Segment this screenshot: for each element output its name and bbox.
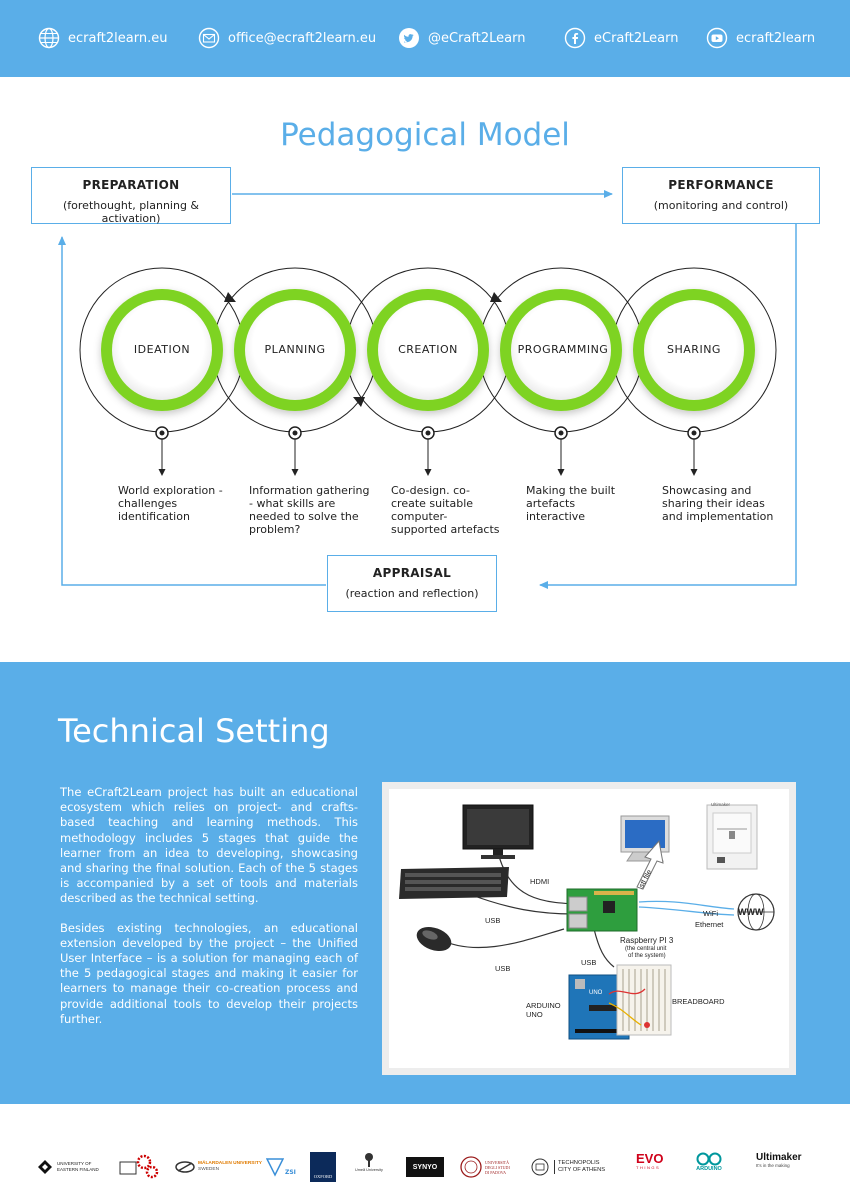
preparation-box: PREPARATION (forethought, planning & act… — [31, 167, 231, 225]
technical-setting-section: Technical Setting The eCraft2Learn proje… — [0, 662, 850, 1104]
www-globe-icon — [737, 893, 775, 931]
preparation-subtitle: (forethought, planning & activation) — [63, 199, 199, 225]
uef-logo: UNIVERSITY OF EASTERN FINLAND — [36, 1152, 99, 1182]
tech-paragraph-1: The eCraft2Learn project has built an ed… — [60, 785, 358, 906]
evo-things-logo: EVO THINGS — [636, 1151, 664, 1170]
tech-title: Technical Setting — [58, 712, 330, 750]
malardalen-logo: MÄLARDALEN UNIVERSITY SWEDEN — [175, 1152, 262, 1182]
athens-seal-icon — [531, 1158, 549, 1176]
ultimaker-logo: Ultimaker It's in the making — [756, 1152, 802, 1168]
globe-icon — [38, 27, 60, 49]
appraisal-box: APPRAISAL (reaction and reflection) — [327, 555, 497, 612]
padova-seal-icon — [460, 1156, 482, 1178]
stage-sharing-label: SHARING — [667, 343, 721, 356]
website-text: ecraft2learn.eu — [68, 30, 168, 46]
partner-logos-footer: UNIVERSITY OF EASTERN FINLAND MÄLARDALEN… — [0, 1104, 850, 1200]
oxford-logo: OXFORD — [310, 1152, 336, 1182]
stage-creation-label: CREATION — [398, 343, 458, 356]
twitter-text: @eCraft2Learn — [428, 30, 526, 46]
contact-bar: ecraft2learn.eu office@ecraft2learn.eu @… — [0, 0, 850, 77]
gears-icon — [119, 1154, 159, 1179]
performance-heading: PERFORMANCE — [668, 178, 774, 192]
monitor-icon — [462, 804, 534, 859]
gears-logo — [118, 1152, 160, 1182]
pedagogical-model-section: Pedagogical Model — [0, 77, 850, 662]
stage-ideation-description: World exploration - challenges identific… — [118, 484, 223, 523]
stage-programming-label: PROGRAMMING — [517, 343, 609, 356]
email-link[interactable]: office@ecraft2learn.eu — [198, 27, 376, 49]
hdmi-label: HDMI — [530, 877, 550, 886]
appraisal-heading: APPRAISAL — [372, 566, 452, 580]
model-flow-diagram — [58, 190, 797, 589]
twitter-link[interactable]: @eCraft2Learn — [398, 27, 525, 49]
arduino-logo: ARDUINO — [696, 1152, 722, 1182]
twitter-icon — [398, 27, 420, 49]
facebook-link[interactable]: eCraft2Learn — [564, 27, 678, 49]
uef-emblem-icon — [38, 1160, 52, 1174]
performance-box: PERFORMANCE (monitoring and control) — [622, 167, 820, 224]
umea-logo: Umeå University — [355, 1152, 383, 1182]
umea-tree-icon — [364, 1153, 373, 1167]
3d-printer-icon — [706, 804, 758, 870]
model-title: Pedagogical Model — [280, 117, 570, 153]
email-text: office@ecraft2learn.eu — [228, 30, 377, 46]
www-label: WWW — [738, 907, 764, 917]
stage-sharing-description: Showcasing and sharing their ideas and i… — [662, 484, 774, 523]
appraisal-to-preparation-arrow — [58, 236, 326, 586]
breadboard-icon — [608, 964, 672, 1036]
facebook-icon — [564, 27, 586, 49]
mail-icon — [198, 27, 220, 49]
technical-setting-diagram: HDMI USB USB USB .stl file WiFi Ethernet… — [382, 782, 796, 1075]
stl-file-arrow — [636, 839, 664, 890]
stage-planning-label: PLANNING — [264, 343, 326, 356]
raspberry-pi-label: Raspberry PI 3 — [620, 936, 674, 945]
printer-brand-marking: Ultimaker — [711, 802, 731, 807]
arduino-label-line-2: UNO — [526, 1010, 543, 1019]
usb-keyboard-label: USB — [485, 916, 501, 925]
tech-description: The eCraft2Learn project has built an ed… — [60, 785, 358, 1041]
raspberry-pi-sub-2: of the system) — [628, 953, 666, 959]
arduino-infinity-icon — [696, 1152, 722, 1166]
ethernet-label: Ethernet — [695, 920, 724, 929]
facebook-text: eCraft2Learn — [594, 30, 679, 46]
raspberry-pi-icon — [566, 888, 638, 932]
synyo-logo: SYNYO — [406, 1152, 444, 1182]
mouse-icon — [416, 926, 452, 952]
stage-creation-description: Co-design. co-create suitable computer-s… — [391, 484, 500, 536]
performance-subtitle: (monitoring and control) — [653, 199, 789, 212]
arduino-label-line-1: ARDUINO — [526, 1001, 561, 1010]
diagram-canvas: HDMI USB USB USB .stl file WiFi Ethernet… — [389, 789, 789, 1068]
stage-programming-description: Making the built artefacts interactive — [526, 484, 616, 523]
youtube-icon — [706, 27, 728, 49]
keyboard-icon — [399, 867, 509, 899]
stage-planning-description: Information gathering - what skills are … — [249, 484, 370, 536]
wifi-label: WiFi — [703, 909, 718, 918]
zsi-emblem-icon — [266, 1158, 284, 1177]
tech-paragraph-2: Besides existing technologies, an educat… — [60, 920, 358, 1026]
appraisal-subtitle: (reaction and reflection) — [345, 587, 479, 600]
raspberry-pi-sub-1: (the central unit — [625, 946, 667, 952]
website-link[interactable]: ecraft2learn.eu — [38, 27, 167, 49]
youtube-text: ecraft2learn — [736, 30, 816, 46]
breadboard-label: BREADBOARD — [672, 997, 725, 1006]
stage-ideation-label: IDEATION — [133, 343, 191, 356]
hardware-setup-illustration — [399, 804, 775, 1040]
usb-arduino-label: USB — [581, 958, 597, 967]
arduino-board-marking: UNO — [589, 990, 603, 996]
padova-logo: UNIVERSITÀ DEGLI STUDI DI PADOVA — [460, 1152, 510, 1182]
usb-mouse-label: USB — [495, 964, 511, 973]
performance-to-appraisal-arrow — [539, 224, 797, 589]
technopolis-logo: TECHNOPOLIS CITY OF ATHENS — [530, 1152, 605, 1182]
malardalen-emblem-icon — [175, 1161, 195, 1173]
youtube-link[interactable]: ecraft2learn — [706, 27, 815, 49]
zsi-logo: ZSI — [266, 1152, 296, 1182]
preparation-heading: PREPARATION — [82, 178, 180, 192]
